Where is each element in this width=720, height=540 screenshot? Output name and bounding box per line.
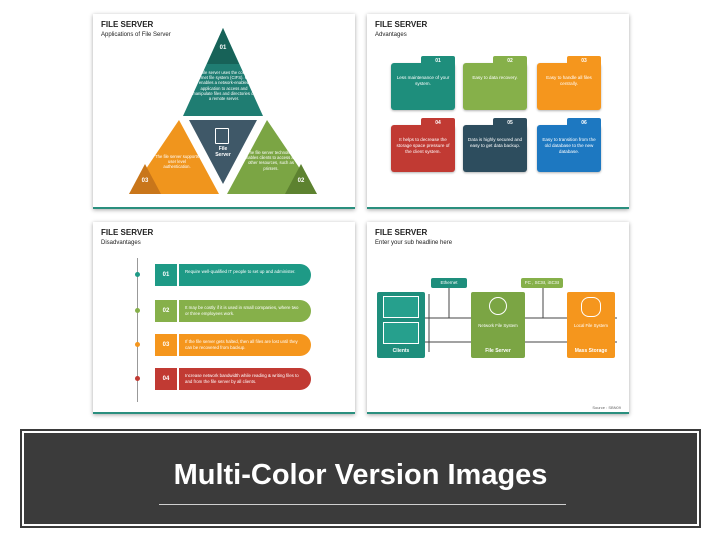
globe-icon (489, 297, 507, 315)
triangle-diagram (129, 28, 317, 194)
item-number: 03 (153, 332, 179, 358)
disadv-item-01: 01 Require well-qualified IT people to s… (153, 262, 311, 288)
computer-icon (383, 296, 419, 318)
ethernet-label: Ethernet (431, 278, 467, 288)
card-text: Easy to data recovery. (472, 75, 518, 80)
slide-subtitle: Enter your sub headline here (375, 240, 453, 246)
adv-card-04: It helps to decrease the storage space p… (391, 118, 455, 172)
card-number: 02 (493, 56, 527, 66)
database-icon (581, 297, 601, 317)
card-text: Less maintenance of your system. (396, 75, 450, 86)
slide-diagram[interactable]: FILE SERVER Enter your sub headline here… (367, 222, 629, 414)
slide-applications[interactable]: FILE SERVER Applications of File Server … (93, 14, 355, 209)
item-02-number: 02 (297, 178, 305, 184)
card-text: Easy to handle all files centrally. (546, 75, 592, 86)
slide-subtitle: Disadvantages (101, 240, 141, 246)
item-number: 04 (153, 366, 179, 392)
adv-card-02: Easy to data recovery. 02 (463, 56, 527, 110)
card-number: 06 (567, 118, 601, 128)
item-01-number: 01 (219, 45, 227, 51)
disadv-item-03: 03 If the file server gets halted, then … (153, 332, 311, 358)
timeline-dot (135, 376, 140, 381)
file-server-box: Network File System File Server (471, 292, 525, 358)
banner: Multi-Color Version Images (20, 429, 701, 528)
timeline-dot (135, 308, 140, 313)
mass-storage-box: Local File System Mass Storage (567, 292, 615, 358)
banner-title: Multi-Color Version Images (173, 459, 548, 491)
banner-divider (159, 504, 566, 505)
item-text: If the file server gets halted, then all… (185, 339, 298, 350)
item-text: It may be costly if it is used in small … (185, 305, 299, 316)
adv-card-06: Easy to transition from the old database… (537, 118, 601, 172)
adv-card-01: Less maintenance of your system. 01 (391, 56, 455, 110)
fc-scsi-label: FC , SCSI, iSCSI (521, 278, 563, 288)
center-label: File Server (215, 146, 231, 158)
item-03-number: 03 (141, 178, 149, 184)
slide-advantages[interactable]: FILE SERVER Advantages Less maintenance … (367, 14, 629, 209)
timeline-dot (135, 272, 140, 277)
item-text: Increase network bandwidth while reading… (185, 373, 299, 384)
card-text: Data is highly secured and easy to get d… (467, 137, 523, 148)
item-number: 01 (153, 262, 179, 288)
adv-card-05: Data is highly secured and easy to get d… (463, 118, 527, 172)
card-number: 04 (421, 118, 455, 128)
card-text: Easy to transition from the old database… (542, 137, 596, 154)
slide-title: FILE SERVER (375, 20, 428, 29)
slide-subtitle: Applications of File Server (101, 32, 171, 38)
slide-disadvantages[interactable]: FILE SERVER Disadvantages 01 Require wel… (93, 222, 355, 414)
adv-card-03: Easy to handle all files centrally. 03 (537, 56, 601, 110)
source-note: Source : SBN09 (592, 405, 621, 410)
card-text: It helps to decrease the storage space p… (396, 137, 450, 154)
computer-icon (383, 322, 419, 344)
card-number: 01 (421, 56, 455, 66)
item-02-text: The file server technology enables clien… (243, 150, 299, 171)
item-03-text: The file server supports user level auth… (155, 154, 199, 170)
clients-box: Clients (377, 292, 425, 358)
slide-title: FILE SERVER (101, 20, 154, 29)
disadv-item-04: 04 Increase network bandwidth while read… (153, 366, 311, 392)
card-number: 05 (493, 118, 527, 128)
item-01-text: The file server uses the common Internet… (192, 70, 256, 102)
slide-title: FILE SERVER (375, 228, 428, 237)
file-server-icon (215, 128, 229, 144)
disadv-item-02: 02 It may be costly if it is used in sma… (153, 298, 311, 324)
item-text: Require well-qualified IT people to set … (185, 269, 296, 274)
item-number: 02 (153, 298, 179, 324)
slide-subtitle: Advantages (375, 32, 407, 38)
timeline-line (137, 258, 138, 402)
card-number: 03 (567, 56, 601, 66)
slide-title: FILE SERVER (101, 228, 154, 237)
timeline-dot (135, 342, 140, 347)
